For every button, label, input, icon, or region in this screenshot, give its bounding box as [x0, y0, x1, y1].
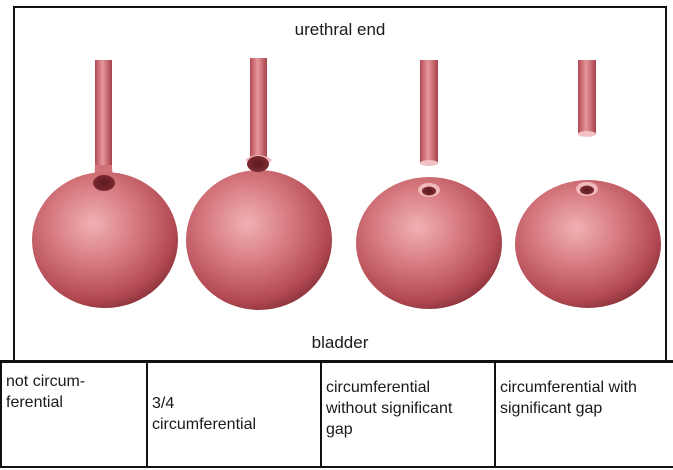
- stage-2-bladder-body: [186, 170, 332, 310]
- stage-4-bladder-body: [515, 180, 661, 308]
- stage-4-opening: [580, 186, 594, 195]
- stage-3-opening: [422, 187, 436, 196]
- stage-2-label: 3/4 circumferential: [152, 393, 316, 435]
- stage-2-label-cell: 3/4 circumferential: [146, 363, 320, 466]
- stage-2-bladder: [186, 58, 332, 310]
- stage-4-urethra: [578, 60, 596, 134]
- stage-3-urethra: [420, 60, 438, 163]
- stage-2-urethra: [250, 58, 267, 158]
- stage-4-label: circumferential with significant gap: [500, 377, 669, 419]
- stage-1-bladder: [32, 60, 178, 308]
- stage-3-bladder: [356, 60, 502, 309]
- stages-illustration: [0, 0, 673, 360]
- stage-1-urethra: [95, 60, 112, 170]
- stage-3-label-cell: circumferential without significant gap: [320, 363, 494, 466]
- stage-3-urethra-end: [420, 160, 438, 166]
- stage-labels-row: not circum- ferential 3/4 circumferentia…: [0, 360, 673, 468]
- stage-1-bladder-body: [32, 172, 178, 308]
- stage-3-label: circumferential without significant gap: [326, 377, 490, 440]
- stage-2-opening: [247, 156, 269, 172]
- stage-4-bladder: [515, 60, 661, 308]
- stage-4-urethra-end: [578, 131, 596, 137]
- stage-4-label-cell: circumferential with significant gap: [494, 363, 673, 466]
- stage-1-opening: [93, 175, 115, 191]
- stage-1-label-cell: not circum- ferential: [0, 363, 146, 466]
- stage-1-label: not circum- ferential: [6, 371, 142, 413]
